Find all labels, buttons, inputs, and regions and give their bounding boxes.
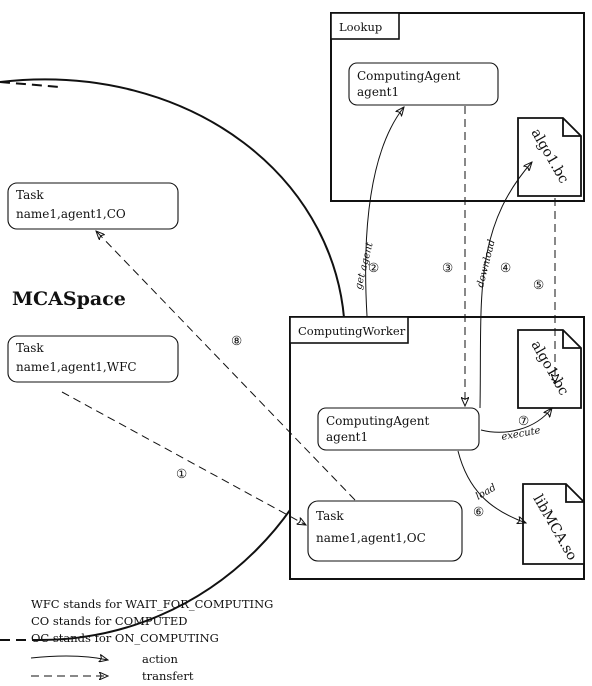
space-task-co-line2: name1,agent1,CO — [16, 207, 126, 221]
worker-title-tab — [289, 316, 409, 344]
worker-agent-line2: agent1 — [326, 430, 368, 444]
space-task-wfc-line1: Task — [16, 341, 44, 355]
mcaspace-label: MCASpace — [12, 288, 126, 310]
step-1: ① — [176, 466, 187, 481]
step-3: ③ — [442, 260, 453, 275]
space-task-wfc-line2: name1,agent1,WFC — [16, 360, 137, 374]
lookup-agent-line1: ComputingAgent — [357, 69, 460, 83]
step-7: ⑦ — [518, 413, 529, 428]
step-5: ⑤ — [533, 277, 544, 292]
step-4: ④ — [500, 260, 511, 275]
legend-line-wfc: WFC stands for WAIT_FOR_COMPUTING — [31, 597, 273, 611]
worker-task-line1: Task — [316, 509, 344, 523]
space-task-wfc-box — [7, 335, 179, 383]
lookup-file-icon — [517, 117, 582, 197]
legend-line-oc: OC stands for ON_COMPUTING — [31, 631, 219, 645]
lookup-agent-line2: agent1 — [357, 85, 399, 99]
arrow-step-1 — [61, 391, 306, 525]
worker-agent-line1: ComputingAgent — [326, 414, 429, 428]
legend-transfert-label: transfert — [142, 669, 194, 683]
worker-task-line2: name1,agent1,OC — [316, 531, 426, 545]
worker-agent-box — [317, 407, 480, 451]
arrow-step-7 — [480, 408, 552, 433]
space-task-co-line1: Task — [16, 188, 44, 202]
legend-action-label: action — [142, 652, 179, 666]
arrow-step-2 — [365, 107, 404, 317]
lookup-title: Lookup — [339, 20, 382, 34]
arrow-step-6 — [457, 450, 526, 523]
lookup-agent-box — [348, 62, 499, 106]
mcaspace-boundary-dash-top — [0, 81, 61, 88]
legend-line-co: CO stands for COMPUTED — [31, 614, 187, 628]
step-6: ⑥ — [473, 504, 484, 519]
worker-title: ComputingWorker — [298, 324, 406, 338]
arrow-step-4 — [479, 162, 532, 409]
worker-file2-icon — [522, 483, 585, 565]
edge-label-download: download — [475, 239, 498, 289]
arrow-step-8 — [96, 231, 356, 501]
space-task-co-box — [7, 182, 179, 230]
step-8: ⑧ — [231, 333, 242, 348]
lookup-title-tab — [330, 12, 400, 40]
step-2: ② — [368, 260, 379, 275]
worker-task-box — [307, 500, 463, 562]
legend-action-sample — [30, 656, 108, 660]
